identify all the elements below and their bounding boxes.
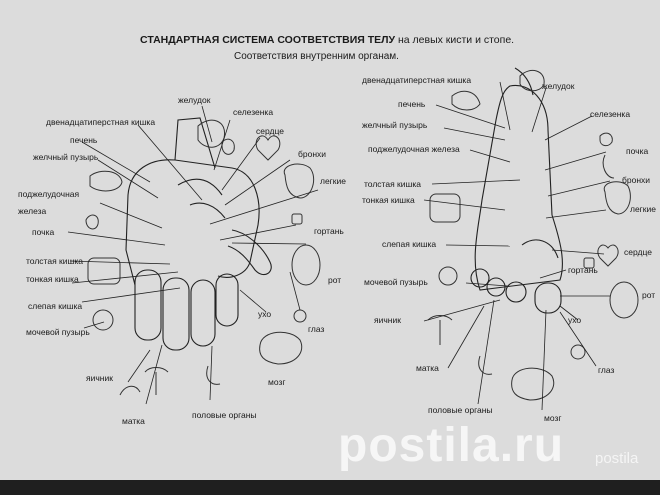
- foot-larynx-icon: [583, 257, 595, 269]
- pointer-lines: [67, 81, 611, 411]
- hand-label-lungs: легкие: [320, 176, 346, 186]
- foot-intestine-icon: [429, 193, 461, 223]
- bottom-border: [0, 480, 660, 495]
- foot-label-eye: глаз: [598, 365, 615, 375]
- foot-label-spleen: селезенка: [590, 109, 631, 119]
- foot-label-bronchi: бронхи: [622, 175, 651, 185]
- diagram-subtitle: Соответствия внутренним органам.: [234, 51, 399, 62]
- foot-label-cecum: слепая кишка: [382, 239, 437, 249]
- foot-lungs-icon: [603, 181, 631, 215]
- hand-outline: [125, 117, 272, 351]
- title-rest: на левых кисти и стопе.: [395, 34, 515, 46]
- heart-icon: [255, 135, 281, 161]
- foot-genitals-icon: [478, 355, 493, 375]
- hand-label-large-intestine: толстая кишка: [26, 256, 83, 266]
- hand-label-liver: печень: [70, 135, 98, 145]
- foot-label-duodenum: двенадцатиперстная кишка: [362, 75, 472, 85]
- foot-mouth-icon: [609, 281, 639, 319]
- brain-icon: [259, 331, 303, 365]
- uterus-icon: [144, 367, 169, 395]
- larynx-icon: [291, 213, 303, 225]
- hand-label-ear: ухо: [258, 309, 272, 319]
- organ-icons: [85, 69, 639, 401]
- hand-label-ovary: яичник: [86, 373, 113, 383]
- hand-label-larynx: гортань: [314, 226, 344, 236]
- hand-label-genitals: половые органы: [192, 410, 257, 420]
- hand-label-bronchi: бронхи: [298, 149, 327, 159]
- foot-spleen-icon: [599, 132, 613, 147]
- hand-label-spleen: селезенка: [233, 107, 274, 117]
- hand-label-mouth: рот: [328, 275, 342, 285]
- foot-label-ear: ухо: [568, 315, 582, 325]
- hand-label-brain: мозг: [268, 377, 286, 387]
- foot-label-small-intestine: тонкая кишка: [362, 195, 415, 205]
- foot-label-kidney: почка: [626, 146, 649, 156]
- ovary-icon: [119, 385, 141, 396]
- foot-liver-icon: [451, 90, 481, 111]
- foot-label-ovary: яичник: [374, 315, 401, 325]
- hand-label-small-intestine: тонкая кишка: [26, 274, 79, 284]
- hand-label-bladder: мочевой пузырь: [26, 327, 90, 337]
- foot-label-liver: печень: [398, 99, 426, 109]
- foot-label-gallbladder: желчный пузырь: [362, 120, 428, 130]
- hand-label-pancreas-2: железа: [18, 206, 47, 216]
- genitals-icon: [206, 365, 221, 385]
- foot-brain-icon: [511, 367, 555, 401]
- foot-uterus-icon: [427, 315, 453, 345]
- hand-label-stomach: желудок: [178, 95, 211, 105]
- foot-label-heart: сердце: [624, 247, 652, 257]
- hand-label-eye: глаз: [308, 324, 325, 334]
- foot-label-uterus: матка: [416, 363, 439, 373]
- foot-label-pancreas: поджелудочная железа: [368, 144, 460, 154]
- hand-label-heart: сердце: [256, 126, 284, 136]
- foot-label-mouth: рот: [642, 290, 656, 300]
- foot-label-brain: мозг: [544, 413, 562, 423]
- hand-label-duodenum: двенадцатиперстная кишка: [46, 117, 156, 127]
- foot-stomach-icon: [519, 69, 545, 92]
- hand-label-cecum: слепая кишка: [28, 301, 83, 311]
- hand-label-pancreas-1: поджелудочная: [18, 189, 80, 199]
- foot-label-stomach: желудок: [542, 81, 575, 91]
- intestine-icon: [87, 257, 121, 285]
- foot-eye-icon: [570, 344, 586, 360]
- spleen-icon: [221, 138, 235, 155]
- title-bold: СТАНДАРТНАЯ СИСТЕМА СООТВЕТСТВИЯ ТЕЛУ: [140, 34, 396, 46]
- diagram-sheet: [0, 0, 660, 480]
- foot-label-bladder: мочевой пузырь: [364, 277, 428, 287]
- foot-kidney-icon: [602, 154, 615, 179]
- watermark-sub: postila: [595, 450, 639, 467]
- watermark-main: postila.ru: [338, 419, 565, 472]
- lungs-icon: [283, 163, 315, 199]
- foot-outline: [470, 67, 563, 314]
- foot-bladder-icon: [438, 266, 458, 286]
- foot-label-lungs: легкие: [630, 204, 656, 214]
- bladder-icon: [92, 309, 114, 331]
- foot-label-larynx: гортань: [568, 265, 598, 275]
- mouth-icon: [291, 244, 321, 286]
- kidney-icon: [85, 214, 99, 230]
- hand-label-uterus: матка: [122, 416, 145, 426]
- foot-label-large-intestine: толстая кишка: [364, 179, 421, 189]
- hand-label-gallbladder: желчный пузырь: [33, 152, 99, 162]
- diagram-title: СТАНДАРТНАЯ СИСТЕМА СООТВЕТСТВИЯ ТЕЛУ на…: [140, 34, 514, 46]
- hand-label-kidney: почка: [32, 227, 55, 237]
- foot-label-genitals: половые органы: [428, 405, 493, 415]
- liver-icon: [89, 170, 123, 192]
- eye-icon: [293, 309, 307, 323]
- foot-heart-icon: [597, 244, 619, 267]
